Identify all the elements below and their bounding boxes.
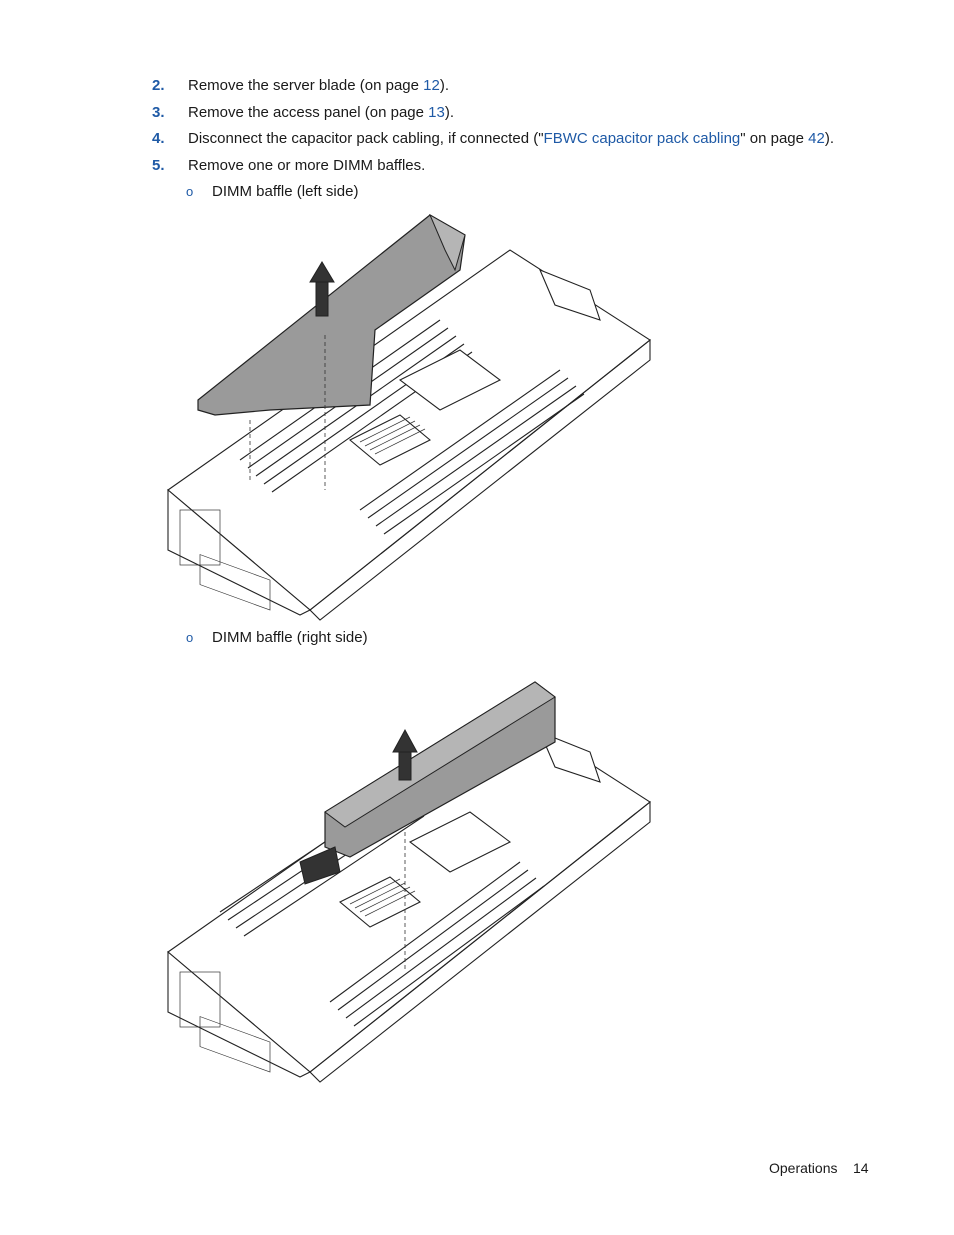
page-link[interactable]: 13 (428, 104, 445, 121)
step-text: Remove one or more DIMM baffles. (188, 157, 426, 174)
step-text: Remove the access panel (on page 13). (188, 104, 454, 122)
page-link[interactable]: 42 (808, 130, 825, 147)
step-text-after: ). (824, 130, 835, 147)
step-text-after: ). (444, 104, 455, 121)
lift-arrow-icon (309, 261, 335, 317)
chassis-side (309, 338, 651, 621)
dimm-slots-right (359, 369, 585, 535)
server-blade-illustration (167, 213, 651, 621)
chassis-front-face (167, 950, 311, 1078)
step-text-after: ). (439, 77, 449, 94)
figure-right-baffle-removal (160, 672, 660, 1092)
bullet-icon: o (186, 630, 194, 645)
rear-connector (538, 730, 601, 783)
footer-page-number: 14 (853, 1160, 869, 1176)
drive-bay (199, 1016, 271, 1073)
step-text-before: Disconnect the capacitor pack cabling, i… (188, 130, 544, 147)
step-text: Remove the server blade (on page 12). (188, 77, 449, 95)
step-text-before: Remove the server blade (on page (188, 77, 424, 94)
step-text-before: Remove the access panel (on page (188, 104, 429, 121)
baffle-top-face (324, 681, 556, 828)
baffle-end-latch (299, 846, 341, 885)
page-link[interactable]: 12 (423, 77, 440, 94)
heatsink-1 (408, 811, 512, 873)
heatsink-1 (398, 349, 502, 411)
section-link[interactable]: FBWC capacitor pack cabling (543, 130, 741, 147)
server-blade-illustration (167, 681, 651, 1083)
lift-arrow-icon (392, 728, 418, 781)
step-number: 2. (152, 77, 165, 94)
rear-connector (538, 268, 601, 321)
footer-section-name: Operations (769, 1160, 838, 1176)
heatsink-fins (349, 878, 416, 917)
drive-bay (199, 554, 271, 611)
step-text-middle: " on page (740, 130, 809, 147)
step-text: Disconnect the capacitor pack cabling, i… (188, 130, 834, 148)
dimm-slots-right (329, 861, 545, 1027)
substep-text: DIMM baffle (left side) (212, 183, 359, 200)
heatsink-fins (359, 416, 426, 455)
step-number: 4. (152, 130, 165, 147)
step-number: 5. (152, 157, 165, 174)
figure-left-baffle-removal (160, 210, 660, 630)
substep-text: DIMM baffle (right side) (212, 629, 368, 646)
step-number: 3. (152, 104, 165, 121)
baffle-end-tab (428, 213, 466, 272)
bullet-icon: o (186, 184, 194, 199)
chassis-front-face (167, 488, 311, 616)
